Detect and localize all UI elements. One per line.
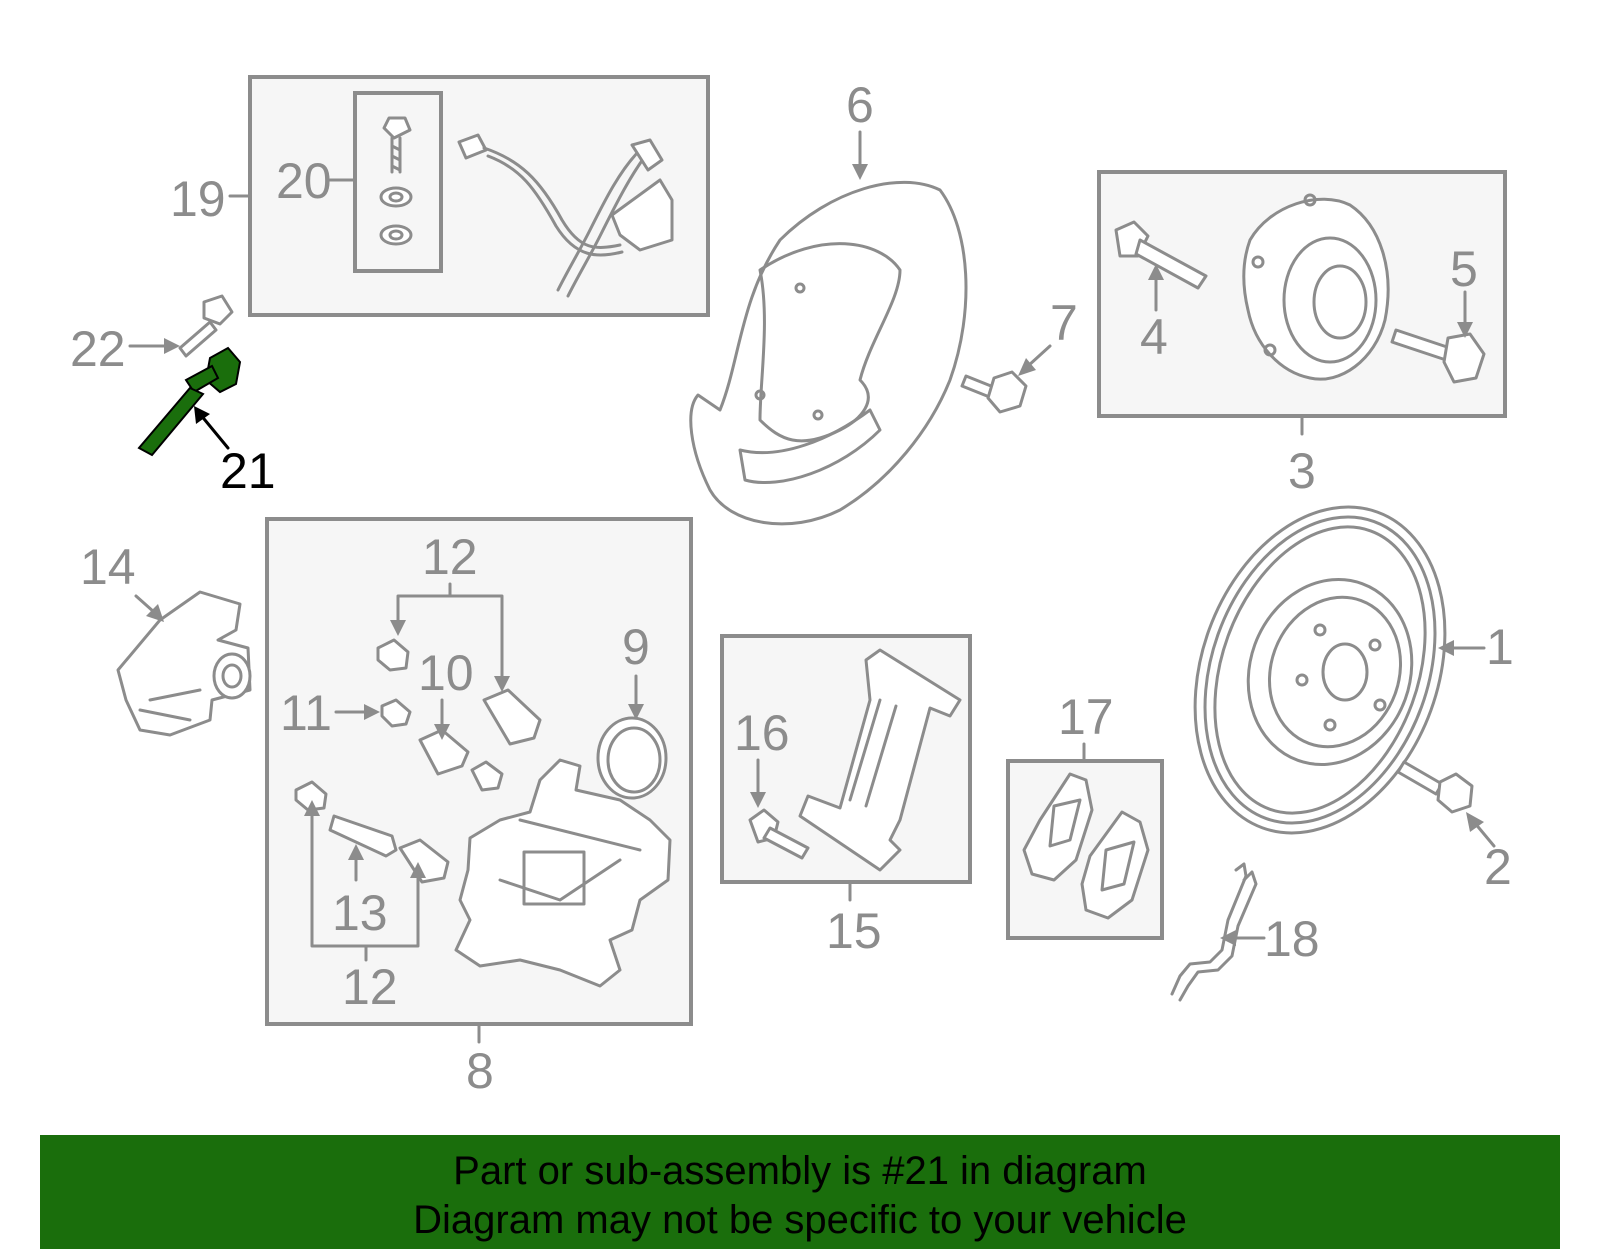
callout-20: 20	[276, 153, 332, 209]
callout-5: 5	[1450, 241, 1478, 297]
callout-3: 3	[1288, 443, 1316, 499]
callout-10: 10	[418, 645, 474, 701]
callout-21: 21	[220, 443, 276, 499]
info-banner: Part or sub-assembly is #21 in diagram D…	[40, 1135, 1560, 1249]
callout-9: 9	[622, 619, 650, 675]
callout-12-top: 12	[422, 529, 478, 585]
callout-4: 4	[1140, 309, 1168, 365]
callout-15: 15	[826, 903, 882, 959]
callout-1: 1	[1486, 619, 1514, 675]
part-22-bolt	[178, 294, 234, 358]
callout-6: 6	[846, 77, 874, 133]
callout-2: 2	[1484, 839, 1512, 895]
callout-19: 19	[170, 171, 226, 227]
callout-7: 7	[1050, 295, 1078, 351]
group-15-box	[720, 634, 972, 884]
callout-22: 22	[70, 321, 126, 377]
banner-line-2: Diagram may not be specific to your vehi…	[413, 1198, 1187, 1242]
callout-13: 13	[332, 885, 388, 941]
part-6-dust-shield	[689, 180, 968, 526]
part-18-wear-sensor	[1170, 862, 1258, 1002]
banner-line-1: Part or sub-assembly is #21 in diagram	[453, 1149, 1147, 1193]
part-7-bolt	[960, 370, 1028, 414]
callout-14: 14	[80, 539, 136, 595]
part-2-bolt	[1396, 760, 1474, 814]
callout-18: 18	[1264, 911, 1320, 967]
callout-17: 17	[1058, 689, 1114, 745]
callout-16: 16	[734, 705, 790, 761]
brake-assembly-diagram: 19 20 22 21 6 7	[70, 75, 1514, 1099]
group-8-box	[265, 517, 693, 1026]
callout-8: 8	[466, 1043, 494, 1099]
callout-12-bottom: 12	[342, 959, 398, 1015]
group-19-box	[248, 75, 710, 317]
leader-21	[198, 412, 230, 450]
group-17-box	[1006, 759, 1164, 940]
callout-11: 11	[280, 685, 332, 741]
part-14-bracket	[116, 590, 252, 737]
group-3-box	[1097, 170, 1507, 418]
part-1-rotor	[1193, 505, 1447, 835]
part-21-highlighted	[137, 346, 242, 457]
